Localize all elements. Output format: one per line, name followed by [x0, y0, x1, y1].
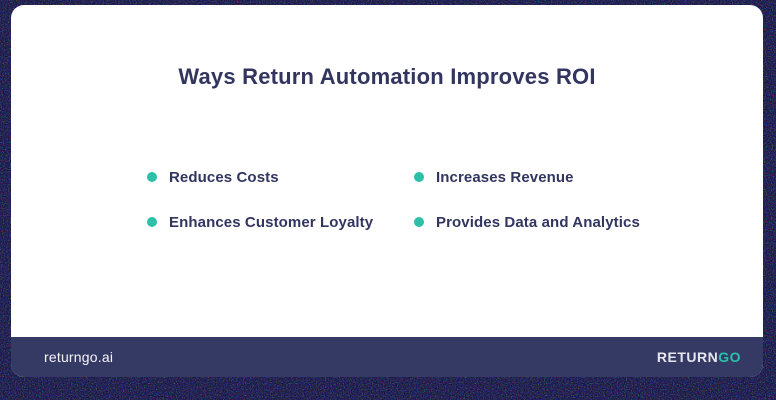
- benefit-label: Reduces Costs: [169, 168, 279, 186]
- bullet-dot-icon: [414, 217, 424, 227]
- benefits-list: Reduces Costs Increases Revenue Enhances…: [147, 166, 640, 233]
- content-card: Ways Return Automation Improves ROI Redu…: [11, 5, 763, 377]
- list-item: Provides Data and Analytics: [414, 211, 640, 233]
- bullet-dot-icon: [414, 172, 424, 182]
- benefit-label: Enhances Customer Loyalty: [169, 213, 374, 231]
- bullet-dot-icon: [147, 172, 157, 182]
- logo-text-accent: GO: [718, 349, 741, 365]
- page-title: Ways Return Automation Improves ROI: [178, 64, 596, 89]
- benefit-label: Provides Data and Analytics: [436, 213, 640, 231]
- logo-text-primary: RETURN: [656, 349, 719, 365]
- list-item: Increases Revenue: [414, 166, 640, 188]
- bullet-dot-icon: [147, 217, 157, 227]
- benefit-label: Increases Revenue: [436, 168, 574, 186]
- footer-bar: returngo.ai RETURNGO: [11, 337, 763, 377]
- returngo-logo: RETURNGO: [657, 349, 741, 365]
- list-item: Enhances Customer Loyalty: [147, 211, 414, 233]
- list-item: Reduces Costs: [147, 166, 414, 188]
- website-url: returngo.ai: [44, 349, 114, 365]
